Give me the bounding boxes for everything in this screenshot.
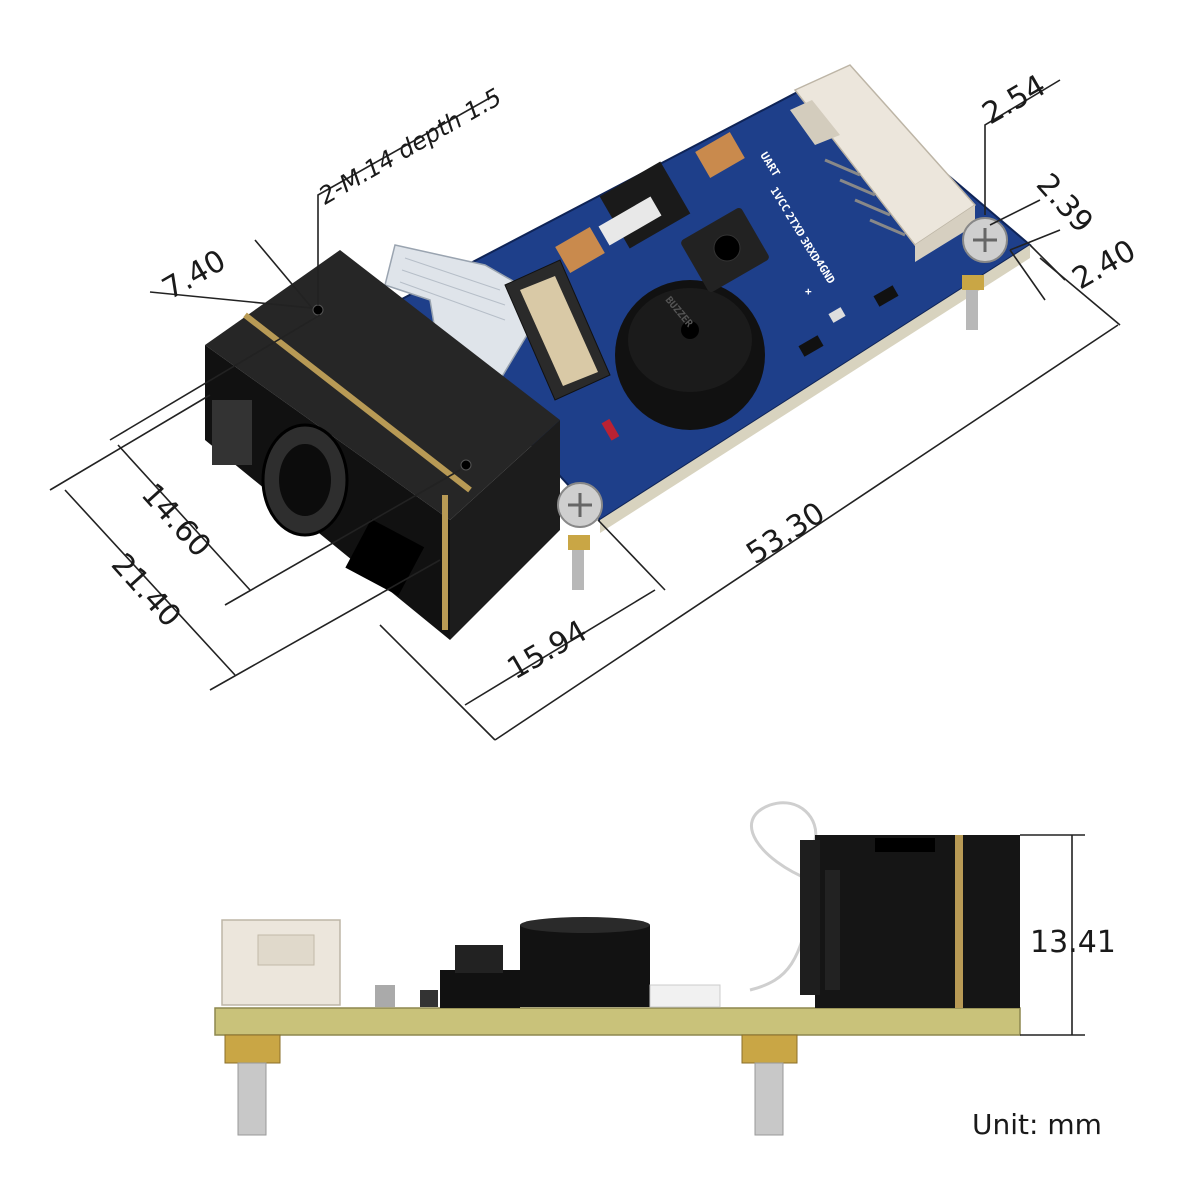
pcb-label-plus: + (805, 285, 812, 298)
side-view: 13.41 (214, 801, 1116, 1136)
dim-2-39: 2.39 (1029, 167, 1100, 240)
dim-7-40: 7.40 (157, 243, 232, 307)
standoff-left (224, 1034, 281, 1136)
side-scanner (815, 835, 1020, 1008)
dim-21-40: 21.40 (104, 547, 187, 634)
hole-note-label: 2-M.14 depth 1.5 (314, 83, 506, 210)
pcb-side (214, 1007, 1021, 1036)
capacitor-2 (555, 227, 605, 273)
capacitor-1 (695, 132, 745, 178)
mount-hole-1 (312, 304, 324, 316)
unit-label: Unit: mm (972, 1108, 1102, 1141)
cable-loop (749, 801, 818, 992)
dim-13-41: 13.41 (1030, 925, 1116, 960)
dim-14-60: 14.60 (134, 477, 217, 564)
screw-rear (962, 217, 1008, 330)
dim-53-30: 53.30 (740, 496, 831, 572)
dim-2-54: 2.54 (977, 68, 1052, 132)
screw-front (557, 482, 603, 590)
side-button (440, 970, 520, 1008)
dim-15-94: 15.94 (502, 614, 594, 687)
dim-2-40: 2.40 (1067, 233, 1142, 297)
mount-hole-2 (460, 459, 472, 471)
top-isometric-view: UART 1VCC 2TXD 3RXD 4GND + BUZZER (49, 64, 1142, 741)
standoff-right (741, 1034, 798, 1136)
uart-connector (790, 64, 977, 262)
pcb-board-edge (600, 245, 1030, 533)
scanner-engine (205, 250, 560, 640)
side-buzzer (520, 925, 650, 1007)
